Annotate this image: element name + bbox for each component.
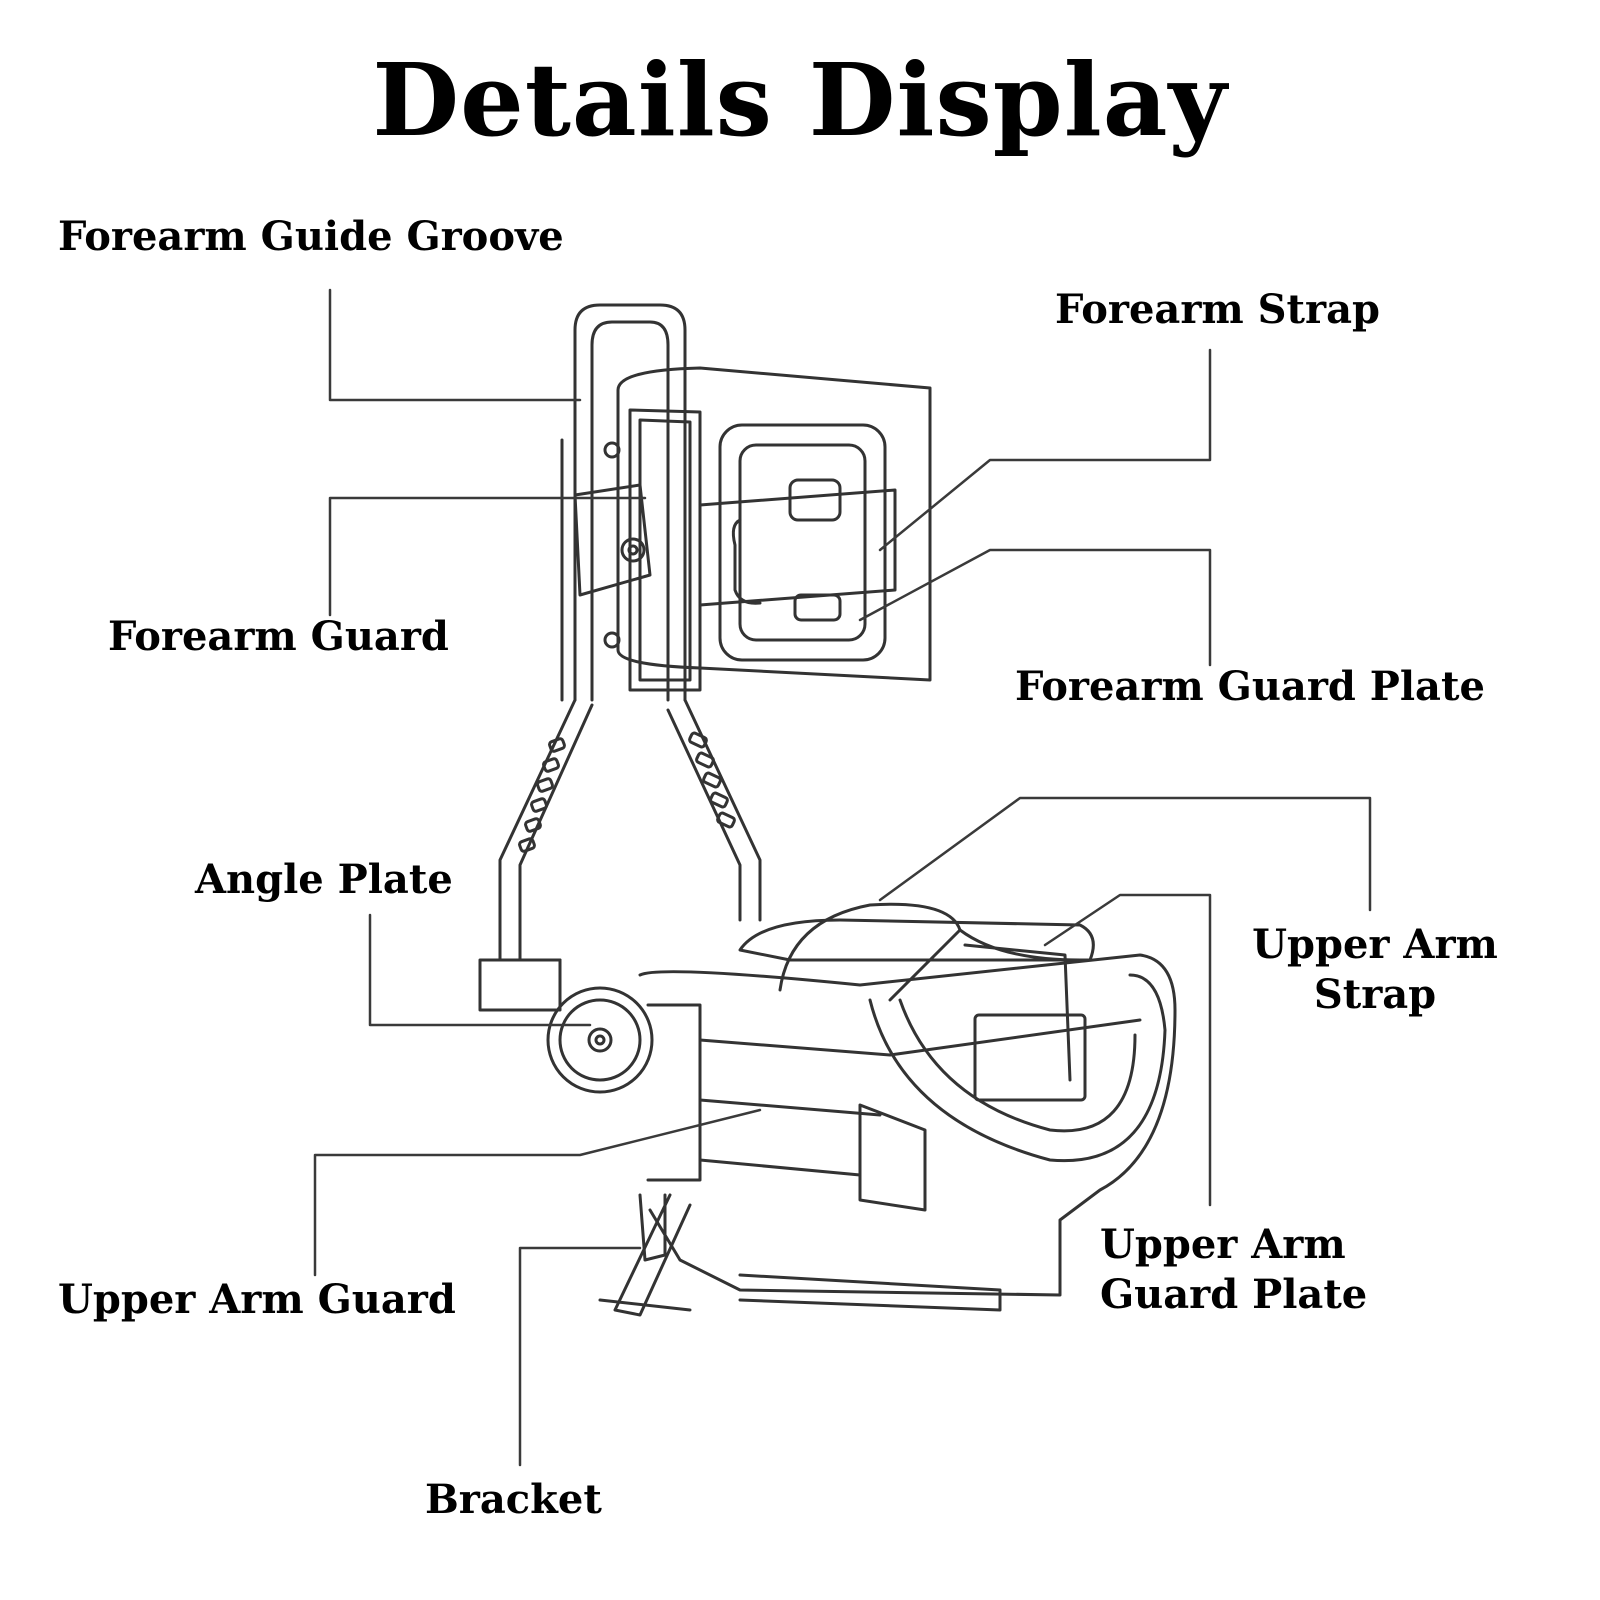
bracket-part: [598, 1193, 692, 1317]
label-upper-arm-guard: Upper Arm Guard: [58, 1276, 456, 1323]
forearm-guard-plate-part: [718, 423, 887, 662]
upper-arm-guard-part: [638, 953, 1177, 1312]
forearm-guide-groove-part: [560, 303, 687, 702]
upper-arm-strap-part: [738, 902, 1095, 1082]
leader-forearm-guard-plate: [858, 548, 1212, 667]
label-upper-arm-guard-plate: Upper Arm Guard Plate: [1100, 1220, 1367, 1320]
leader-upper-arm-guard: [313, 1108, 762, 1277]
label-forearm-strap: Forearm Strap: [1055, 286, 1380, 333]
leader-upper-arm-guard-plate: [1043, 893, 1212, 1207]
label-bracket: Bracket: [425, 1476, 602, 1523]
forearm-pivot: [573, 441, 652, 649]
leader-bracket: [518, 1246, 642, 1467]
leader-angle-plate: [368, 913, 592, 1027]
leader-forearm-guide-groove: [328, 288, 582, 402]
label-upper-arm-guard-plate-line1: Upper Arm: [1100, 1221, 1346, 1268]
upper-arm-guard-plate-part: [868, 973, 1167, 1163]
page-title: Details Display: [372, 41, 1228, 159]
leader-forearm-guard: [328, 496, 647, 617]
forearm-guard-part: [616, 366, 932, 692]
angle-plate-arms: [498, 698, 762, 962]
label-upper-arm-strap: Upper Arm Strap: [1240, 920, 1510, 1020]
leader-upper-arm-strap: [878, 796, 1372, 912]
forearm-strap-part: [698, 488, 897, 607]
label-forearm-guide-groove: Forearm Guide Groove: [58, 213, 564, 260]
label-upper-arm-guard-plate-line2: Guard Plate: [1100, 1271, 1368, 1318]
leader-forearm-strap: [878, 348, 1212, 552]
label-forearm-guard: Forearm Guard: [108, 613, 449, 660]
label-forearm-guard-plate: Forearm Guard Plate: [1015, 663, 1485, 710]
label-upper-arm-strap-line2: Strap: [1313, 971, 1437, 1018]
label-upper-arm-strap-line1: Upper Arm: [1252, 921, 1498, 968]
angle-plate-joint: [478, 958, 702, 1182]
leader-lines: [313, 288, 1372, 1467]
label-angle-plate: Angle Plate: [195, 856, 453, 903]
